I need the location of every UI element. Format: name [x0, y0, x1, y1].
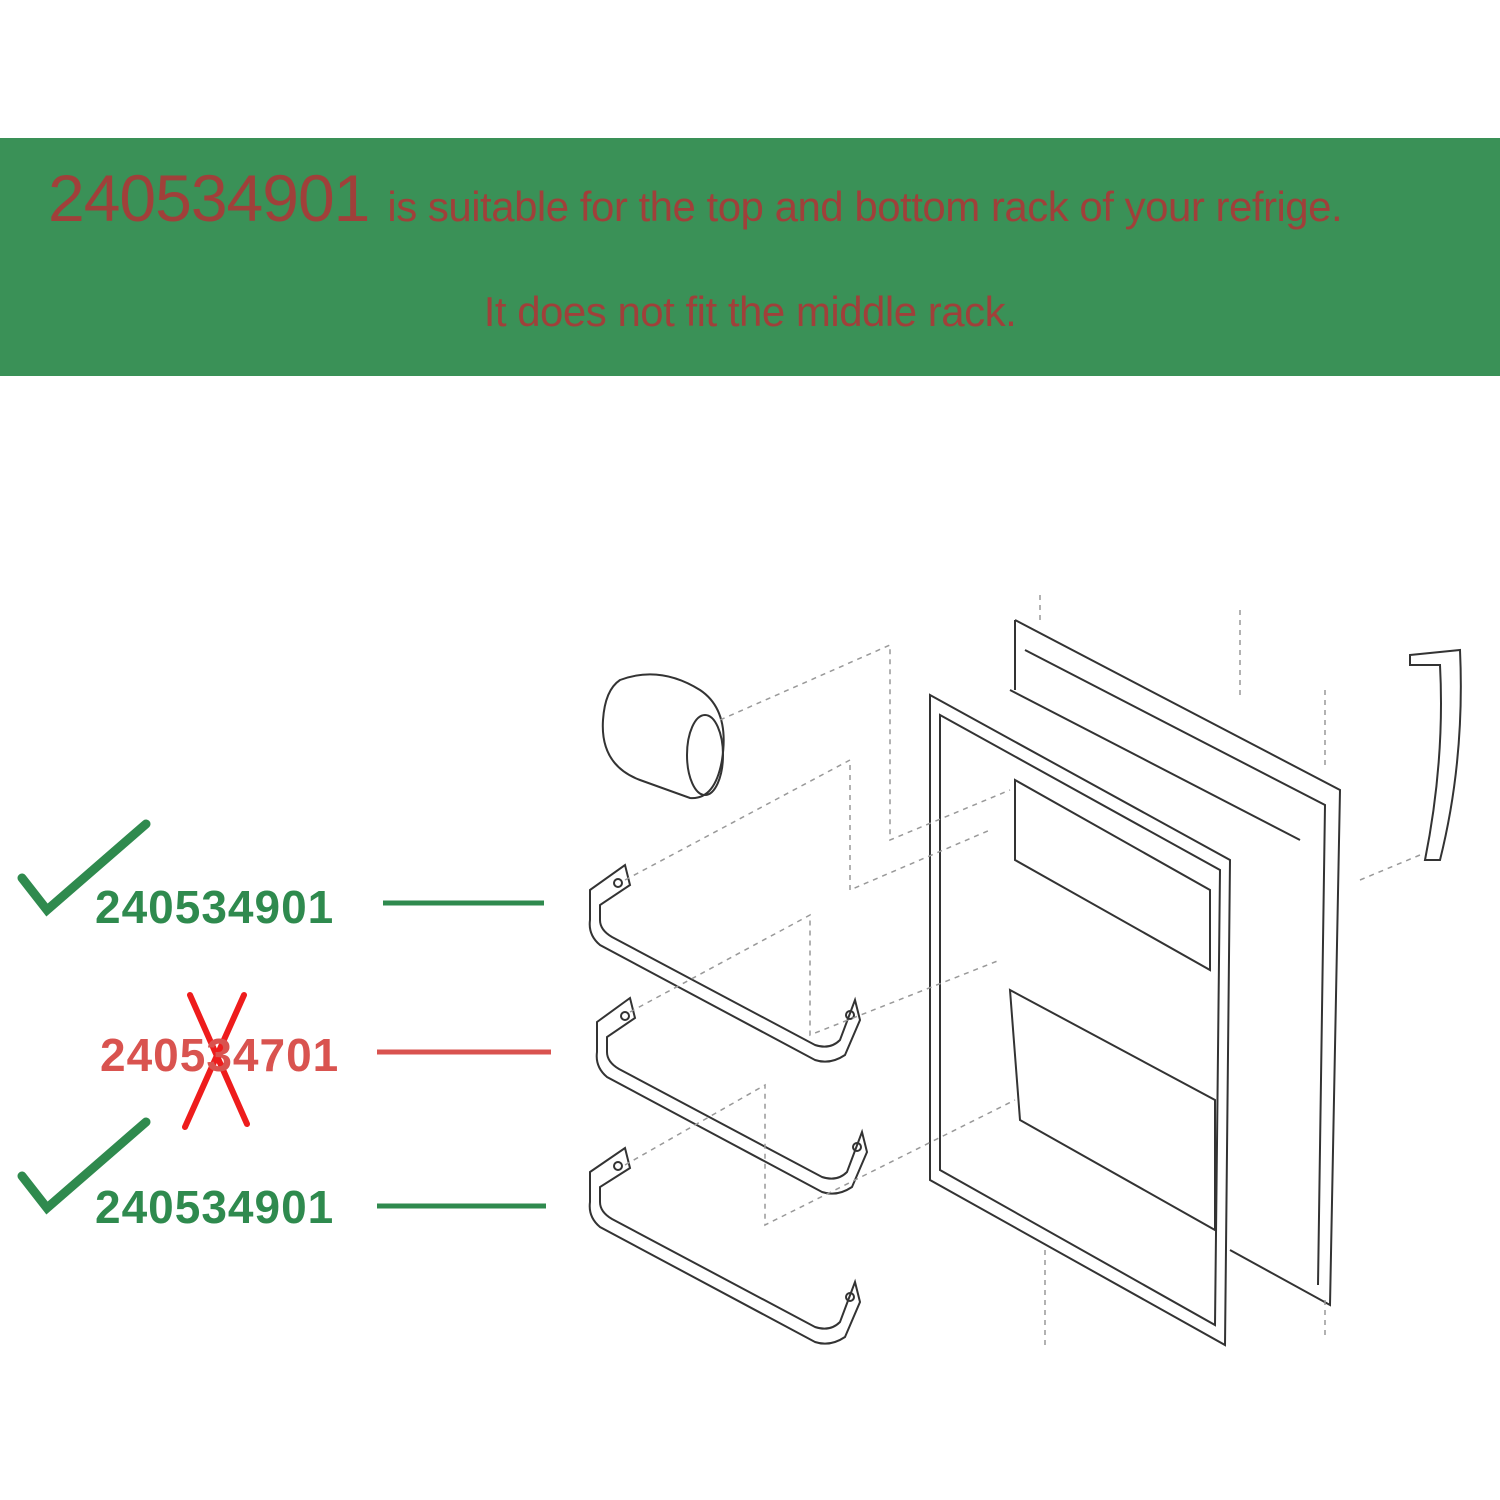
banner-line-1: 240534901 is suitable for the top and bot… — [48, 160, 1343, 236]
cross-icon — [182, 992, 250, 1130]
door-liner — [1008, 619, 1342, 1307]
door-rack-top — [588, 863, 862, 1063]
callout-part-number-top: 240534901 — [95, 881, 335, 933]
check-icon — [17, 1117, 151, 1215]
assembly-guide-lines — [624, 595, 1421, 1350]
info-banner — [0, 138, 1500, 376]
callout-part-number-bottom: 240534901 — [95, 1181, 335, 1233]
door-rack-bottom — [588, 1146, 862, 1345]
banner-line-2: It does not fit the middle rack. — [483, 288, 1017, 335]
door-gasket — [929, 693, 1232, 1347]
banner-line-1-text: is suitable for the top and bottom rack … — [387, 183, 1343, 230]
dairy-bin — [601, 673, 725, 800]
banner-part-number: 240534901 — [48, 161, 370, 235]
check-icon — [17, 819, 151, 917]
callout-part-number-middle: 240534701 — [100, 1029, 340, 1081]
door-handle — [1409, 648, 1462, 861]
door-rack-middle — [595, 996, 869, 1195]
